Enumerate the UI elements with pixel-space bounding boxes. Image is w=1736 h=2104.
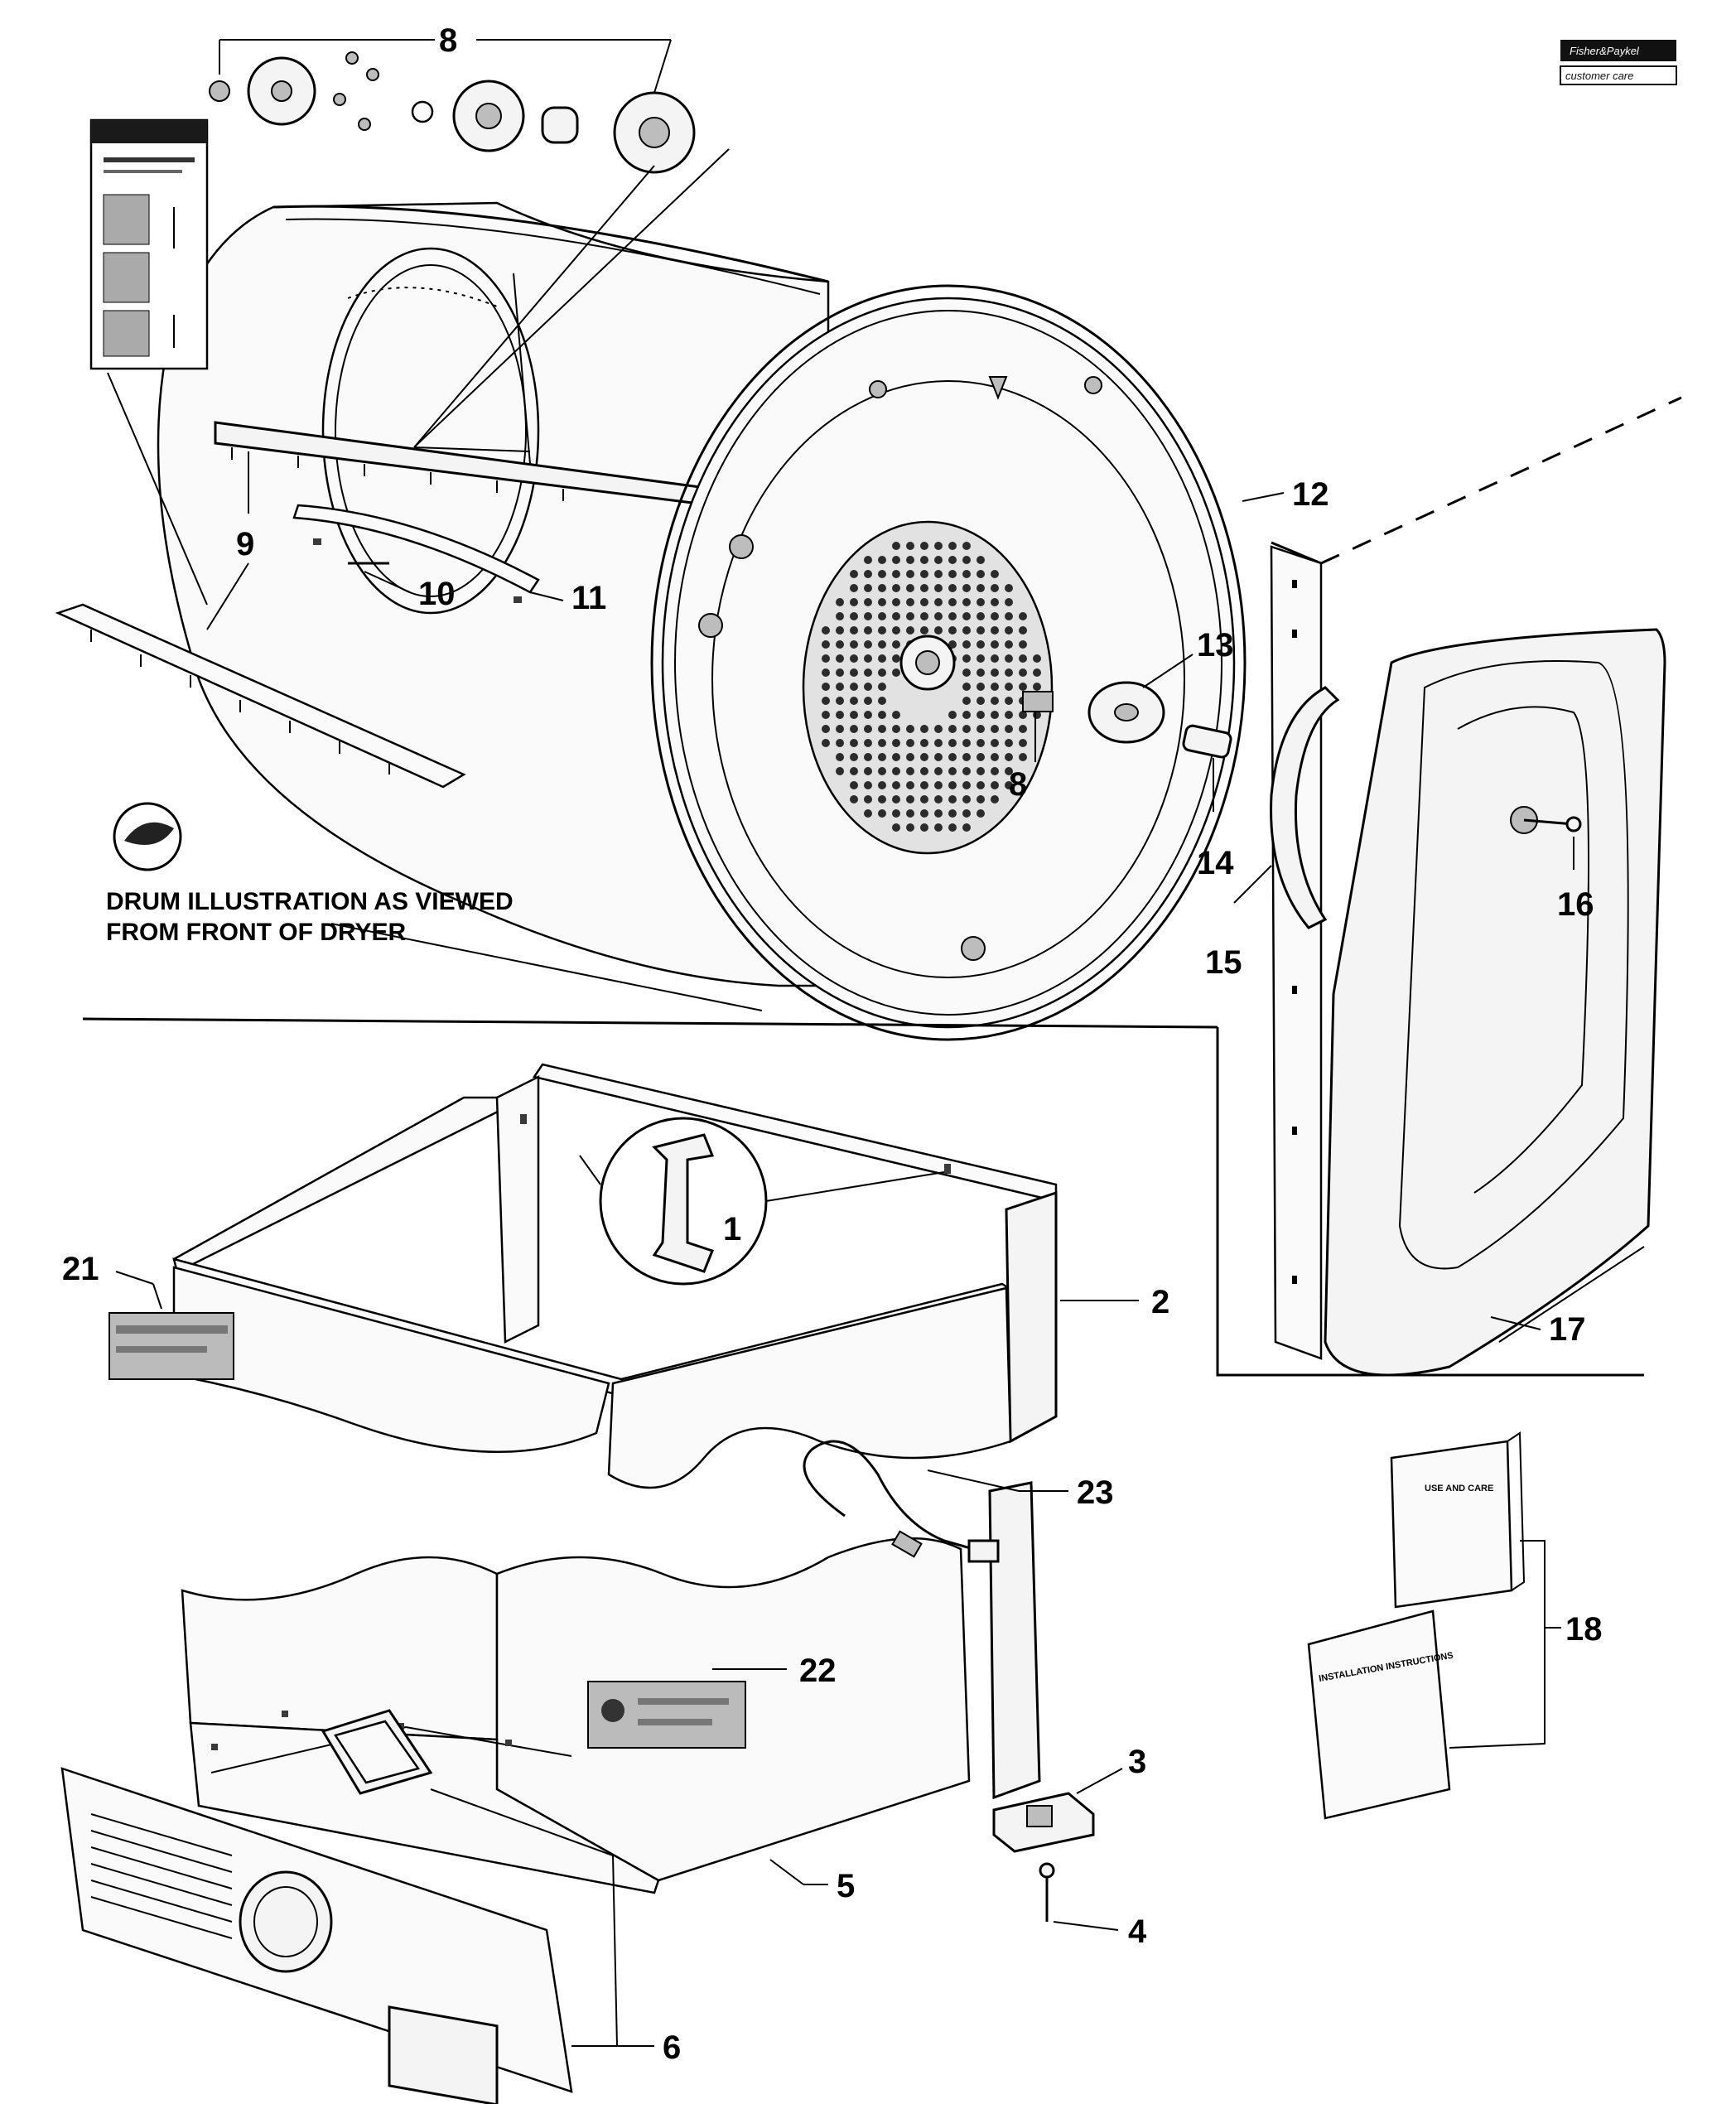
callout-5: 5 — [837, 1868, 855, 1904]
callout-6: 6 — [663, 2029, 681, 2066]
callout-14: 14 — [1197, 845, 1234, 881]
brand-logo-line2: customer care — [1565, 70, 1633, 82]
warning-label-card — [89, 118, 209, 606]
callout-15: 15 — [1205, 944, 1242, 981]
callouts: 8 9 10 11 12 13 8 14 15 16 17 1 — [62, 22, 1603, 2066]
rear-bulkhead — [1270, 396, 1682, 1377]
callout-10: 10 — [418, 576, 456, 612]
bracket-detail-circle — [520, 1114, 951, 1286]
rear-shroud-panel — [1324, 628, 1666, 1377]
wire-harness — [803, 1440, 1000, 1563]
cabinet-base — [189, 1721, 660, 1894]
callout-11: 11 — [571, 580, 606, 616]
callout-16: 16 — [1557, 886, 1594, 923]
callout-12: 12 — [1292, 476, 1329, 513]
cabinet-top-frame — [172, 1096, 503, 1273]
drum-caption-line1: DRUM ILLUSTRATION AS VIEWED — [106, 888, 514, 915]
callout-22: 22 — [799, 1653, 837, 1689]
loose-baffle-bar — [55, 603, 466, 789]
callout-13: 13 — [1197, 627, 1234, 664]
manual-installation: INSTALLATION INSTRUCTIONS — [1307, 1609, 1454, 1820]
bearing-kit-screws — [333, 51, 379, 131]
cabinet-front-wall-top — [607, 1286, 1012, 1489]
callout-21: 21 — [62, 1251, 99, 1287]
label-22 — [587, 1681, 746, 1749]
callout-17: 17 — [1549, 1311, 1586, 1348]
cabinet — [172, 1063, 1058, 1894]
label-21 — [108, 1312, 234, 1380]
callout-2: 2 — [1151, 1284, 1169, 1320]
drum-assembly — [55, 51, 1247, 1041]
brand-logo-line1: Fisher&Paykel — [1570, 45, 1640, 57]
cabinet-left-side-lower — [181, 1556, 499, 1741]
kick-plate — [60, 1767, 573, 2104]
drum-shaft-bolt — [1022, 691, 1054, 712]
callout-9: 9 — [236, 526, 254, 562]
rear-bulkhead-frame — [1270, 545, 1323, 1360]
fish-logo — [113, 802, 182, 871]
cabinet-left-side — [172, 1266, 610, 1453]
drum-caption-line2: FROM FRONT OF DRYER — [106, 919, 407, 946]
callout-3: 3 — [1128, 1744, 1146, 1780]
callout-1: 1 — [723, 1211, 741, 1247]
manual-use-and-care-title: USE AND CARE — [1425, 1484, 1493, 1494]
callout-4: 4 — [1128, 1913, 1147, 1950]
kick-plate-panel — [388, 2005, 499, 2104]
cabinet-front-post — [1005, 1190, 1058, 1444]
callout-8-lower: 8 — [1009, 766, 1027, 803]
brand-logo: Fisher&Paykel customer care — [1560, 40, 1677, 85]
cabinet-front-post-lower — [988, 1481, 1041, 1800]
bracket-screw — [1039, 1862, 1055, 1922]
callout-18: 18 — [1565, 1611, 1603, 1648]
leveling-bracket — [992, 1792, 1095, 1853]
manual-use-and-care: USE AND CARE — [1390, 1431, 1526, 1609]
callout-23: 23 — [1077, 1474, 1114, 1511]
rear-seal-ring — [1270, 686, 1340, 929]
bearing-kit-bolt — [209, 80, 230, 102]
cabinet-rear-post — [495, 1074, 540, 1344]
callout-8-top: 8 — [439, 22, 457, 59]
drum-shaft-pin — [1182, 724, 1232, 759]
bearing-kit-bushing — [541, 106, 579, 144]
